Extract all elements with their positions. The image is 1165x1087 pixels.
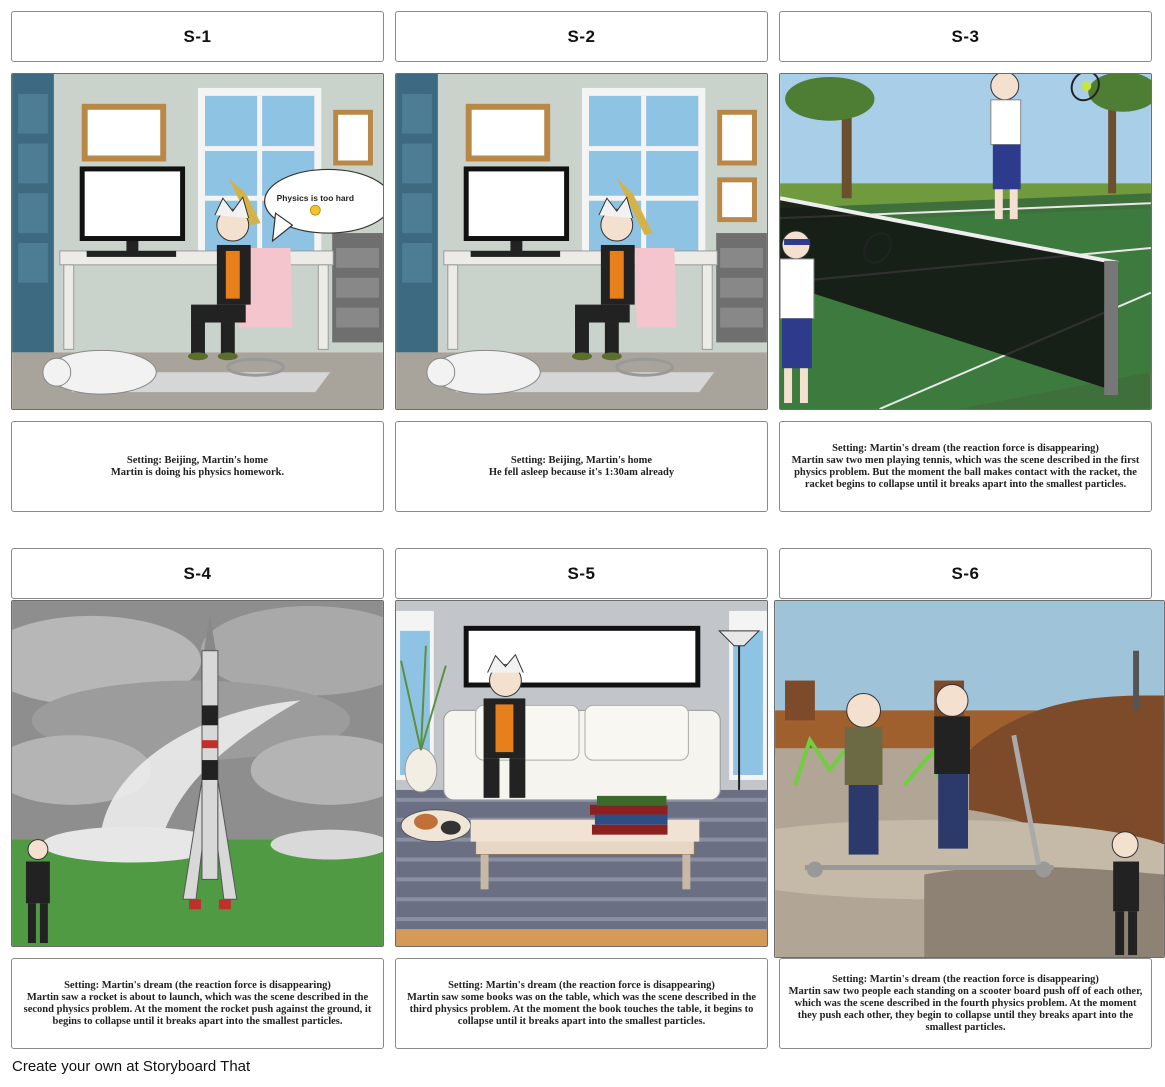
skate-park-illustration	[775, 601, 1164, 957]
study-room-illustration: Physics is too hard	[12, 74, 383, 409]
storyboard-that-footer-link[interactable]: Create your own at Storyboard That	[12, 1058, 251, 1075]
panel-scene-s6	[774, 600, 1165, 958]
panel-title-s3: S-3	[779, 11, 1152, 62]
panel-title-s5: S-5	[395, 548, 768, 599]
study-room-sleeping-illustration	[396, 74, 767, 409]
panel-title-s6: S-6	[779, 548, 1152, 599]
rocket-launch-illustration	[12, 601, 383, 946]
caption-setting: Setting: Martin's dream (the reaction fo…	[448, 979, 715, 991]
panel-caption-s3: Setting: Martin's dream (the reaction fo…	[779, 421, 1152, 512]
sad-emoji-icon	[309, 204, 321, 216]
caption-setting: Setting: Martin's dream (the reaction fo…	[64, 979, 331, 991]
panel-scene-s2	[395, 73, 768, 410]
panel-scene-s4	[11, 600, 384, 947]
caption-setting: Setting: Beijing, Martin's home	[126, 454, 269, 466]
caption-setting: Setting: Beijing, Martin's home	[510, 454, 653, 466]
living-room-illustration	[396, 601, 767, 946]
panel-caption-s4: Setting: Martin's dream (the reaction fo…	[11, 958, 384, 1049]
caption-text: Martin saw some books was on the table, …	[406, 991, 757, 1027]
panel-scene-s1: Physics is too hard	[11, 73, 384, 410]
caption-text: Martin saw a rocket is about to launch, …	[23, 991, 372, 1027]
tennis-court-illustration	[780, 74, 1151, 409]
panel-title-s2: S-2	[395, 11, 768, 62]
panel-scene-s5	[395, 600, 768, 947]
panel-caption-s5: Setting: Martin's dream (the reaction fo…	[395, 958, 768, 1049]
caption-text: He fell asleep because it's 1:30am alrea…	[488, 466, 675, 478]
caption-setting: Setting: Martin's dream (the reaction fo…	[832, 973, 1099, 985]
panel-caption-s1: Setting: Beijing, Martin's home Martin i…	[11, 421, 384, 512]
caption-text: Martin saw two men playing tennis, which…	[791, 454, 1140, 490]
caption-setting: Setting: Martin's dream (the reaction fo…	[832, 442, 1099, 454]
panel-caption-s6: Setting: Martin's dream (the reaction fo…	[779, 958, 1152, 1049]
panel-scene-s3	[779, 73, 1152, 410]
panel-title-s1: S-1	[11, 11, 384, 62]
panel-title-s4: S-4	[11, 548, 384, 599]
caption-text: Martin is doing his physics homework.	[110, 466, 285, 478]
panel-caption-s2: Setting: Beijing, Martin's home He fell …	[395, 421, 768, 512]
caption-text: Martin saw two people each standing on a…	[788, 985, 1143, 1033]
speech-bubble-text: Physics is too hard	[277, 193, 354, 203]
